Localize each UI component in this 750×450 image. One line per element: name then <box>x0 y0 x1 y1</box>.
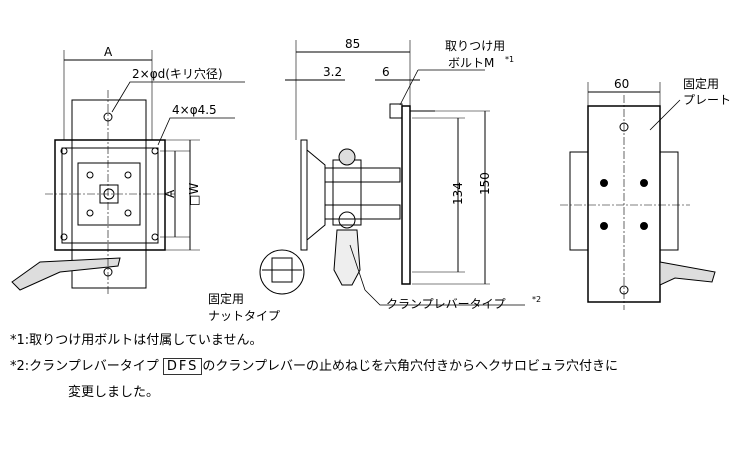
rear-bolt-dot <box>600 179 608 187</box>
dim-60: 60 <box>614 77 629 91</box>
dim-a-top: A <box>104 45 113 59</box>
front-hole-4-5 <box>60 233 68 241</box>
dim-w: □W <box>187 183 201 206</box>
side-upper-arm <box>324 167 401 183</box>
technical-drawing: A 2×φd(キリ穴径) 4×φ4.5 A □W 85 3.2 <box>11 37 731 323</box>
lever-label: クランプレバータイプ <box>386 297 506 311</box>
plate-leader <box>649 99 681 131</box>
plate-label-line1: 固定用 <box>683 76 719 91</box>
bolt-label-line2: ボルトM <box>448 56 494 70</box>
rear-view <box>560 82 716 310</box>
rear-bolt-dot <box>640 222 648 230</box>
side-lower-arm <box>324 204 401 220</box>
dim-150: 150 <box>478 172 492 195</box>
front-hole-4-5 <box>151 233 159 241</box>
front-hole-4-5 <box>60 147 68 155</box>
nut-detail-nut <box>271 257 293 283</box>
rear-bolt-dot <box>640 179 648 187</box>
rear-bracket-left <box>569 151 589 251</box>
front-mount-square <box>54 139 166 251</box>
side-lower-joint <box>338 211 356 229</box>
hole-4-leader <box>157 117 235 146</box>
dim-134: 134 <box>451 182 465 205</box>
note-2-code: DFS <box>162 358 203 375</box>
side-fixed-plate <box>401 105 411 285</box>
side-mount-bracket <box>306 149 326 241</box>
rear-clamp-lever <box>659 261 716 286</box>
bolt-leader <box>399 69 419 106</box>
note-2-continuation: 変更しました。 <box>68 385 160 400</box>
hole-2-leader <box>111 81 245 113</box>
front-center-plate-hole <box>124 171 132 179</box>
dim-a-side: A <box>163 189 177 198</box>
front-center-plate-hole <box>86 209 94 217</box>
front-mount-inner <box>61 147 159 244</box>
lever-note-ref: *2 <box>532 295 541 304</box>
bolt-label-line1: 取りつけ用 <box>445 39 505 53</box>
front-clamp-lever <box>11 257 121 291</box>
note-1: *1:取りつけ用ボルトは付属していません。 <box>10 333 263 348</box>
front-center-plate-hole <box>86 171 94 179</box>
rear-bracket-right <box>659 151 679 251</box>
dim-3-2: 3.2 <box>323 65 342 79</box>
nut-detail-circle <box>259 249 305 295</box>
hole-2-label: 2×φd(キリ穴径) <box>132 66 223 81</box>
side-mount-plate <box>300 139 308 251</box>
note-2-suffix: のクランプレバーの止めねじを六角穴付きからヘクサロビュラ穴付きに <box>202 359 619 374</box>
note-2-prefix: *2:クランプレバータイプ <box>10 359 159 374</box>
side-bolt-head <box>389 103 403 119</box>
bolt-note-ref: *1 <box>505 55 514 64</box>
hole-4-label: 4×φ4.5 <box>172 103 217 117</box>
side-clamp-lever <box>333 229 361 286</box>
plate-label-line2: プレート <box>683 93 731 107</box>
rear-bolt-dot <box>600 222 608 230</box>
dim-85: 85 <box>345 37 360 51</box>
side-view <box>259 40 525 306</box>
nut-label-line2: ナットタイプ <box>208 309 280 323</box>
side-joint-block <box>332 159 362 226</box>
side-upper-knob <box>338 148 356 166</box>
lever-leader <box>364 289 525 306</box>
dim-6: 6 <box>382 65 390 79</box>
lever-leader <box>349 244 366 291</box>
front-view <box>11 50 245 295</box>
nut-label-line1: 固定用 <box>208 291 244 306</box>
front-hole-4-5 <box>151 147 159 155</box>
front-center-plate-hole <box>124 209 132 217</box>
